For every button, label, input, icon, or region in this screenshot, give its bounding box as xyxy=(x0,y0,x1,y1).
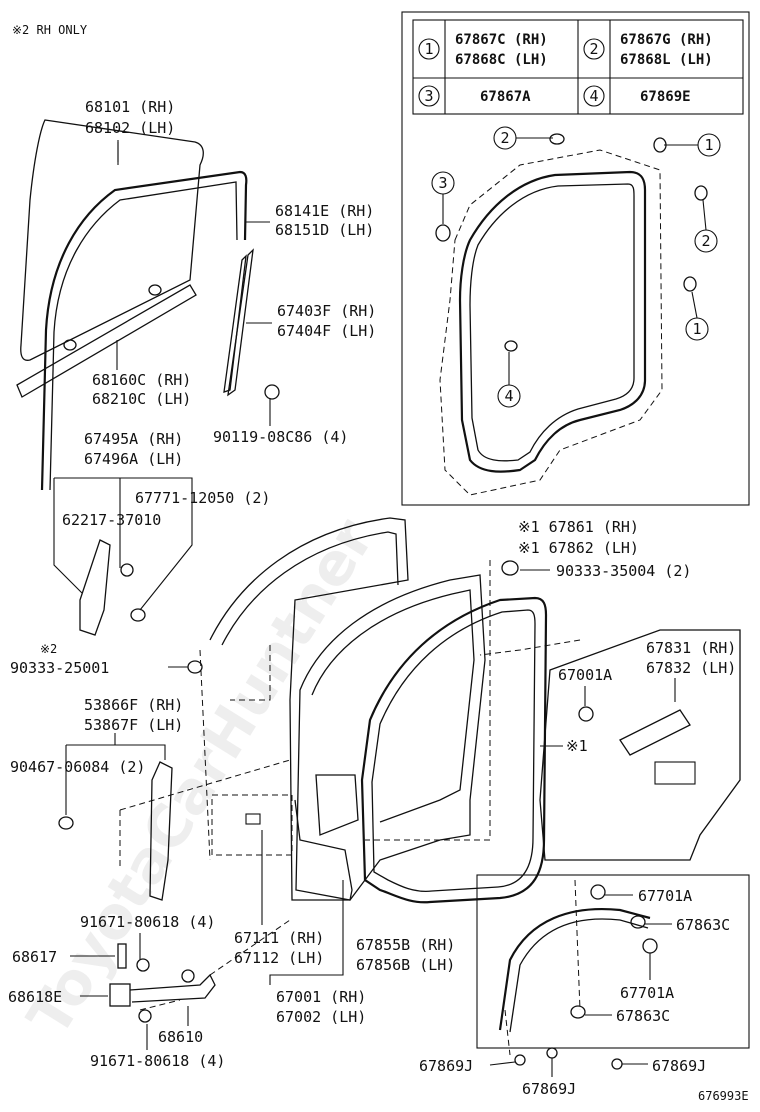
part-label: 91671-80618 (4) xyxy=(80,913,215,931)
part-label: 67701A xyxy=(620,984,674,1002)
svg-text:2: 2 xyxy=(701,232,710,250)
legend-mark-2: 2 xyxy=(589,40,598,58)
legend-table: 1 67867C (RH) 67868C (LH) 2 67867G (RH) … xyxy=(412,19,744,115)
legend-mark-4: 4 xyxy=(589,87,598,105)
part-label: 67832 (LH) xyxy=(646,659,736,677)
part-label: 90333-35004 (2) xyxy=(556,562,691,580)
callout-3: 3 xyxy=(431,171,455,242)
part-label: 53867F (LH) xyxy=(84,716,183,734)
part-label: 62217-37010 xyxy=(62,511,161,529)
legend-part: 67867G (RH) xyxy=(620,32,713,48)
callout-2-upper: 2 xyxy=(493,126,565,150)
weatherstrip-illustration xyxy=(439,149,663,496)
door-inner-panel xyxy=(295,574,486,901)
part-label: 67869J xyxy=(652,1057,706,1075)
part-label: 67496A (LH) xyxy=(84,450,183,468)
door-shell xyxy=(199,517,409,901)
svg-text:1: 1 xyxy=(704,136,713,154)
part-label: 67403F (RH) xyxy=(277,302,376,320)
part-label: 68610 xyxy=(158,1028,203,1046)
part-label: 68151D (LH) xyxy=(275,221,374,239)
callout-4: 4 xyxy=(497,340,521,408)
part-label: 67001 (RH) xyxy=(276,988,366,1006)
door-trim-panel xyxy=(539,629,741,861)
part-label: 67863C xyxy=(676,916,730,934)
legend-mark-3: 3 xyxy=(424,87,433,105)
svg-text:2: 2 xyxy=(500,129,509,147)
part-label: 67404F (LH) xyxy=(277,322,376,340)
glass-run-channel xyxy=(40,170,248,491)
part-label: 68141E (RH) xyxy=(275,202,374,220)
rear-channel xyxy=(223,248,280,400)
door-check xyxy=(109,969,216,1023)
diagram-id: 676993E xyxy=(698,1089,749,1103)
part-label-note: ※2 xyxy=(40,642,57,656)
legend-part: 67868C (LH) xyxy=(455,52,548,68)
part-label: 67002 (LH) xyxy=(276,1008,366,1026)
mirror-bracket xyxy=(79,539,146,636)
part-label: 68210C (LH) xyxy=(92,390,191,408)
door-weatherstrip xyxy=(360,596,548,904)
callout-1-upper: 1 xyxy=(653,133,721,157)
part-label: ※1 67862 (LH) xyxy=(518,539,639,557)
inset-panel: 1 67867C (RH) 67868C (LH) 2 67867G (RH) … xyxy=(401,11,750,506)
part-label: 67495A (RH) xyxy=(84,430,183,448)
part-label: 68160C (RH) xyxy=(92,371,191,389)
part-label: 91671-80618 (4) xyxy=(90,1052,225,1070)
legend-part: 67869E xyxy=(640,89,691,105)
door-glass xyxy=(20,119,204,361)
part-label: 67855B (RH) xyxy=(356,936,455,954)
part-label: 67869J xyxy=(419,1057,473,1075)
part-label: 67111 (RH) xyxy=(234,929,324,947)
hinge-bracket xyxy=(149,761,173,901)
part-label: ※1 67861 (RH) xyxy=(518,518,639,536)
legend-mark-1: 1 xyxy=(424,40,433,58)
part-label: 67112 (LH) xyxy=(234,949,324,967)
watermark: ToyotaCarHuntner xyxy=(14,507,387,1048)
legend-part: 67867A xyxy=(480,89,531,105)
part-label: 68101 (RH) xyxy=(85,98,175,116)
part-label: 68617 xyxy=(12,948,57,966)
part-label: 67863C xyxy=(616,1007,670,1025)
part-label: 67771-12050 (2) xyxy=(135,489,270,507)
lower-inset-panel xyxy=(476,874,750,1056)
part-label: 90119-08C86 (4) xyxy=(213,428,348,446)
part-label: 67856B (LH) xyxy=(356,956,455,974)
part-label: 90467-06084 (2) xyxy=(10,758,145,776)
part-label: 67831 (RH) xyxy=(646,639,736,657)
svg-text:4: 4 xyxy=(504,387,513,405)
part-label: 53866F (RH) xyxy=(84,696,183,714)
part-label-note: ※1 xyxy=(566,737,588,755)
part-label: 68102 (LH) xyxy=(85,119,175,137)
part-label: 67869J xyxy=(522,1080,576,1098)
part-label: 67701A xyxy=(638,887,692,905)
part-label: 90333-25001 xyxy=(10,659,109,677)
legend-part: 67867C (RH) xyxy=(455,32,548,48)
svg-text:3: 3 xyxy=(438,174,447,192)
lower-sash-channel xyxy=(16,284,197,398)
rh-only-note: ※2 RH ONLY xyxy=(12,23,88,37)
callout-2-lower: 2 xyxy=(694,185,718,253)
part-label: 67001A xyxy=(558,666,612,684)
callout-1-lower: 1 xyxy=(683,276,709,341)
legend-part: 67868L (LH) xyxy=(620,52,713,68)
part-label: 68618E xyxy=(8,988,62,1006)
svg-text:1: 1 xyxy=(692,320,701,338)
